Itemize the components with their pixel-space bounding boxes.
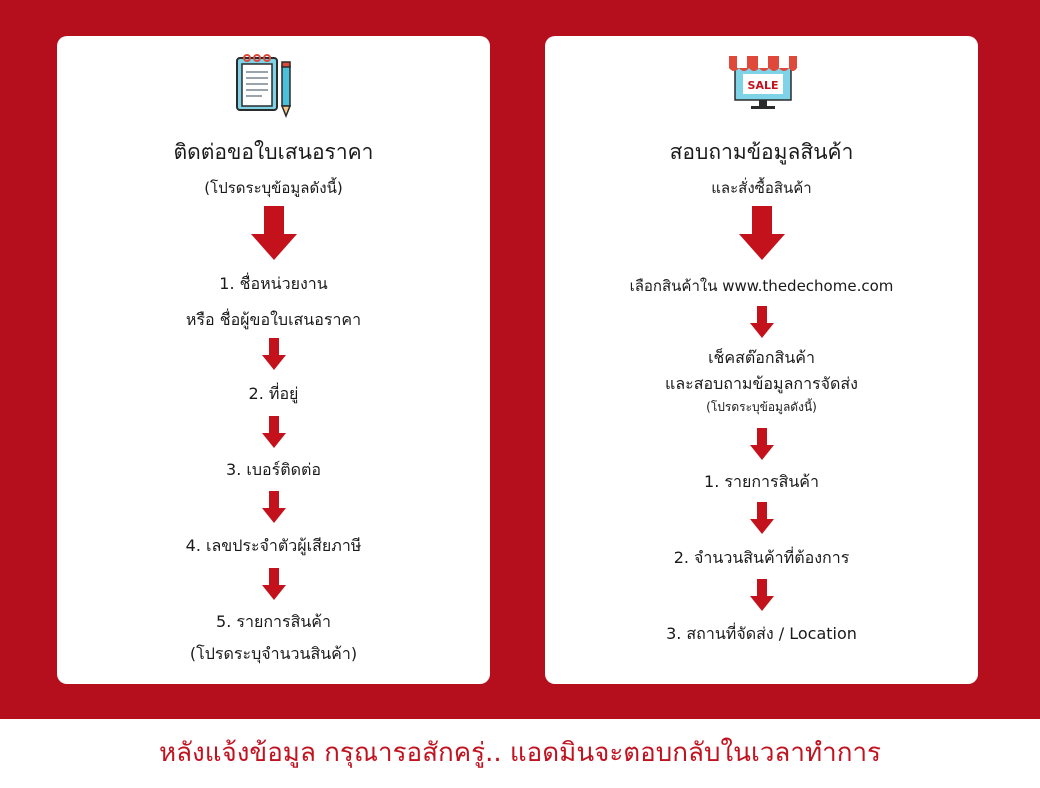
arrow-down-icon [738, 206, 785, 260]
arrow-down-icon [749, 428, 774, 460]
inquiry-subtitle: และสั่งซื้อสินค้า [711, 179, 812, 197]
ask-shipping-step: และสอบถามข้อมูลการจัดส่ง [665, 374, 858, 393]
quotation-title: ติดต่อขอใบเสนอราคา [173, 140, 374, 164]
step-1-agency-name: 1. ชื่อหน่วยงาน [219, 274, 328, 293]
arrow-down-icon [261, 416, 286, 448]
footer-note: หลังแจ้งข้อมูล กรุณารอสักครู่.. แอดมินจะ… [158, 738, 882, 768]
quotation-card: ติดต่อขอใบเสนอราคา (โปรดระบุข้อมูลดังนี้… [57, 36, 490, 684]
step-5-quantity-note: (โปรดระบุจำนวนสินค้า) [189, 644, 358, 663]
arrow-down-icon [749, 306, 774, 338]
specify-info-note: (โปรดระบุข้อมูลดังนี้) [706, 400, 817, 414]
product-inquiry-card: SALE สอบถามข้อมูลสินค้า และสั่งซื้อสินค้… [545, 36, 978, 684]
step-5-product-list: 5. รายการสินค้า [216, 612, 331, 631]
sale-label: SALE [748, 79, 779, 92]
step-4-tax-id: 4. เลขประจำตัวผู้เสียภาษี [185, 536, 362, 555]
check-stock-step: เช็คสต๊อกสินค้า [708, 348, 815, 367]
arrow-down-icon [749, 579, 774, 611]
arrow-down-icon [250, 206, 297, 260]
sale-shop-icon: SALE [729, 52, 797, 114]
step-3-location: 3. สถานที่จัดส่ง / Location [666, 624, 857, 643]
arrow-down-icon [261, 568, 286, 600]
arrow-down-icon [261, 338, 286, 370]
step-2-quantity: 2. จำนวนสินค้าที่ต้องการ [673, 548, 850, 567]
arrow-down-icon [261, 491, 286, 523]
inquiry-title: สอบถามข้อมูลสินค้า [669, 140, 854, 164]
step-2-address: 2. ที่อยู่ [248, 384, 299, 403]
notepad-pencil-icon [233, 50, 297, 126]
step-1-requester-name: หรือ ชื่อผู้ขอใบเสนอราคา [185, 310, 362, 329]
select-product-step: เลือกสินค้าใน www.thedechome.com [629, 277, 894, 295]
step-1-product-list: 1. รายการสินค้า [704, 472, 819, 491]
arrow-down-icon [749, 502, 774, 534]
quotation-subtitle: (โปรดระบุข้อมูลดังนี้) [204, 179, 343, 197]
step-3-phone: 3. เบอร์ติดต่อ [226, 460, 321, 479]
